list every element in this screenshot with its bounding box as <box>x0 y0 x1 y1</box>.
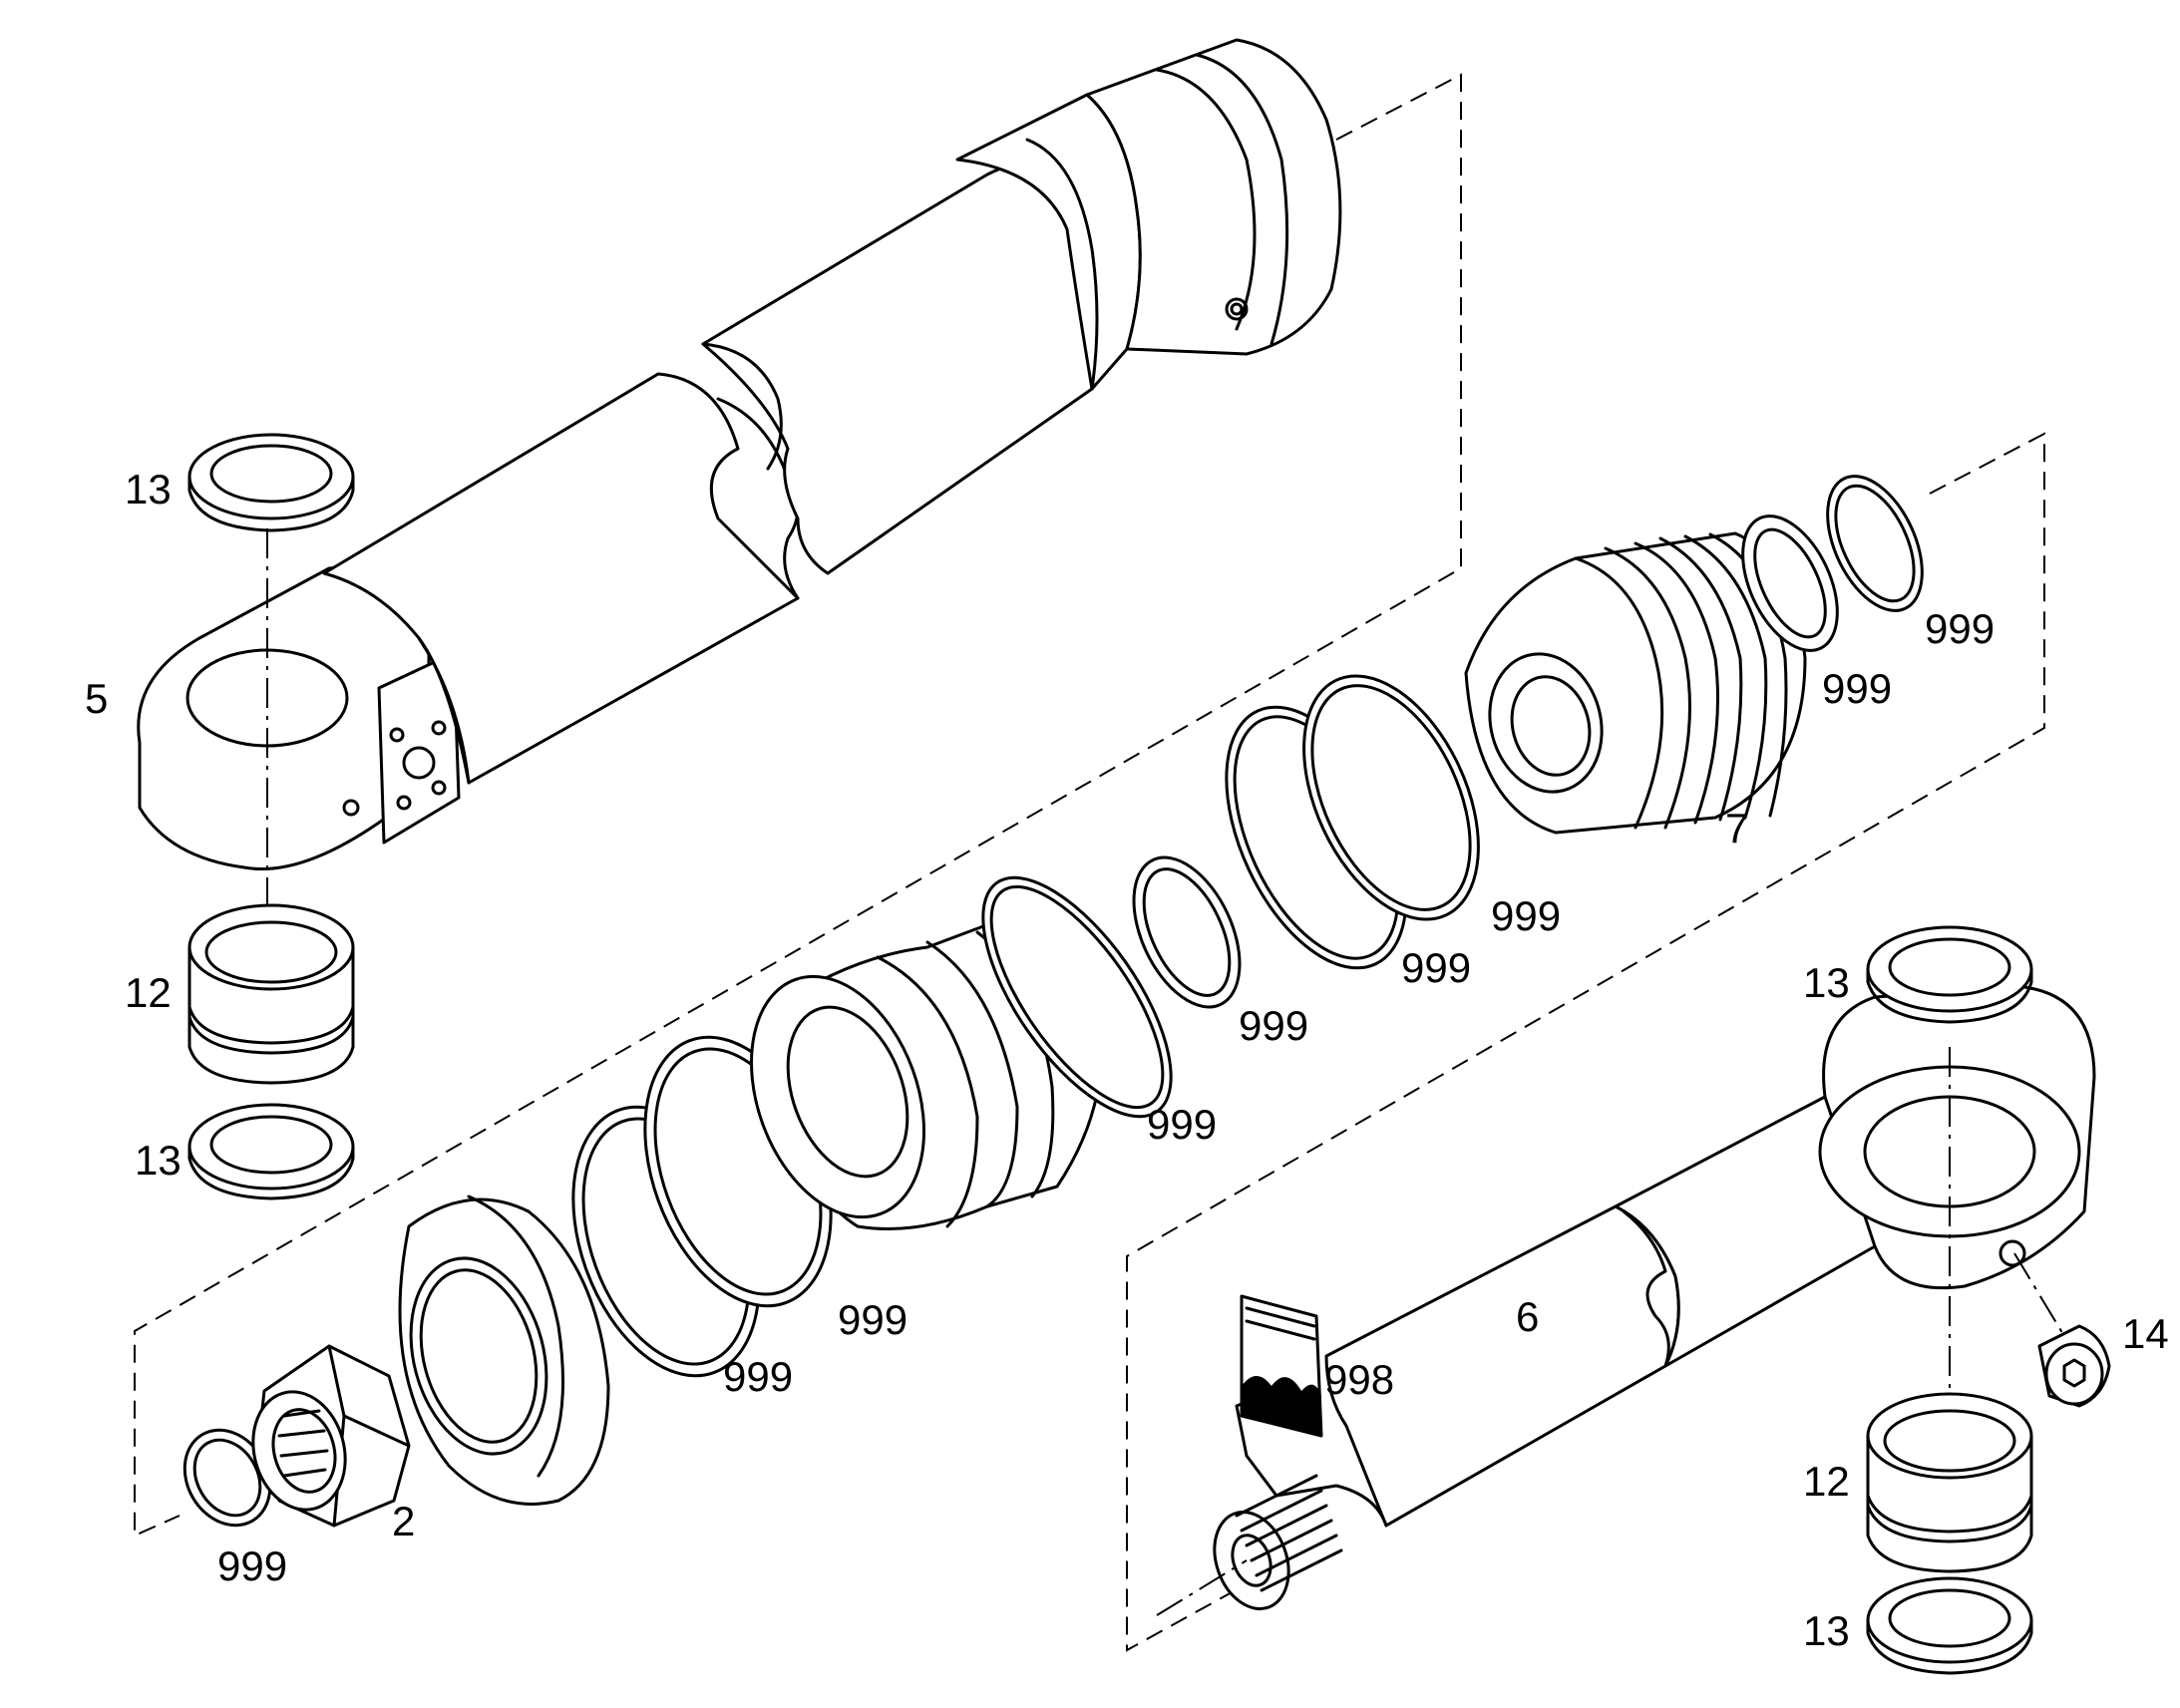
label-12-right: 12 <box>1803 1458 1850 1505</box>
seal-ring-13-bottom-right <box>1866 1576 2033 1675</box>
cylinder-barrel <box>137 38 1342 871</box>
label-999-f: 999 <box>1491 892 1561 939</box>
label-7: 7 <box>1725 805 1748 852</box>
label-5: 5 <box>85 675 108 722</box>
label-999-nut-ring: 999 <box>217 1542 287 1589</box>
label-998: 998 <box>1324 1356 1394 1403</box>
centerline-port-plug <box>2013 1252 2065 1337</box>
seal-ring-999-g <box>1741 514 1839 652</box>
label-999-d: 999 <box>1239 1002 1308 1049</box>
cylinder-head-7 <box>1464 531 1807 835</box>
seal-ring-13-top-right <box>1866 925 2033 1024</box>
seal-ring-13-top-left <box>187 433 355 532</box>
seal-ring-999-c <box>981 875 1173 1119</box>
label-999-h: 999 <box>1925 605 1995 652</box>
label-14: 14 <box>2122 1310 2169 1357</box>
bushing-12-right <box>1866 1392 2033 1573</box>
label-999-g: 999 <box>1822 665 1892 712</box>
hex-nut-2 <box>251 1344 411 1528</box>
centerline-rod-thread <box>1156 1559 1248 1616</box>
label-999-e: 999 <box>1401 944 1471 991</box>
label-6: 6 <box>1516 1293 1539 1340</box>
seal-ring-13-bottom-left <box>187 1103 355 1200</box>
label-13-bottom-left: 13 <box>135 1137 182 1184</box>
label-13-top-right: 13 <box>1803 959 1850 1006</box>
label-13-bottom-right: 13 <box>1803 1607 1850 1654</box>
seal-ring-999-f <box>1302 674 1480 921</box>
label-13-top-left: 13 <box>125 466 172 512</box>
label-2: 2 <box>392 1498 415 1544</box>
seal-ring-999-h <box>1826 475 1924 612</box>
piston-washer <box>398 1195 610 1506</box>
label-12-left: 12 <box>125 969 172 1016</box>
boundary-group-right <box>1126 432 2045 1652</box>
label-999-b: 999 <box>838 1296 908 1343</box>
grease-packet-998 <box>1240 1294 1323 1438</box>
callout-labels: 13 5 12 13 999 2 999 999 999 999 999 999… <box>85 466 2169 1654</box>
label-999-a: 999 <box>723 1353 793 1400</box>
label-999-c: 999 <box>1147 1101 1217 1148</box>
seal-ring-999-d <box>1132 855 1242 1009</box>
boundary-group-upper <box>134 73 1462 1537</box>
plug-14 <box>2037 1324 2111 1408</box>
bushing-12-left <box>187 903 355 1085</box>
